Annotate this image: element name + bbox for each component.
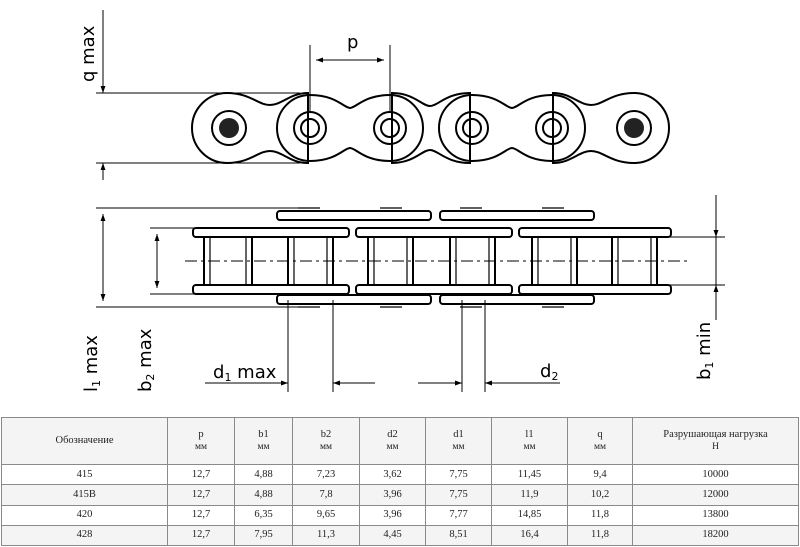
pin-3 [373, 111, 407, 145]
table-cell: 3,62 [359, 463, 426, 486]
chain-side-view [191, 91, 670, 165]
table-cell: 16,4 [491, 524, 568, 547]
table-cell: 11,8 [567, 504, 633, 526]
table-cell: 9,4 [567, 463, 633, 486]
table-cell: 3,96 [359, 504, 426, 526]
table-cell: 14,85 [491, 504, 568, 526]
pin-6 [616, 110, 652, 146]
b2-dimension-label: b2 max [135, 328, 157, 392]
table-header-row: Обозначение p мм b1 мм b2 мм d2 мм d1 мм l1 мм q мм Раз… [1, 417, 799, 465]
column-header: l1 мм [491, 417, 568, 465]
table-cell: 7,77 [425, 504, 492, 526]
column-header-unit: Н [712, 442, 719, 452]
table-cell: 8,51 [425, 524, 492, 547]
p-dimension [309, 45, 391, 112]
q-dimension [96, 10, 300, 180]
column-header: b2 мм [292, 417, 360, 465]
p-dimension-label: p [347, 32, 358, 53]
table-cell: 11,8 [567, 524, 633, 547]
chain-plan-view [192, 210, 672, 305]
table-cell: 12,7 [167, 484, 235, 506]
table-cell: 18200 [632, 524, 799, 547]
table-cell: 428 [1, 524, 168, 547]
d2-dimension-label: d2 [540, 361, 558, 383]
column-header: d1 мм [425, 417, 492, 465]
table-cell: 11,3 [292, 524, 360, 547]
inner-link-plate-1 [276, 93, 424, 163]
table-cell: 12000 [632, 484, 799, 506]
b2-dimension [150, 227, 195, 295]
column-header-label: b2 [320, 429, 332, 440]
column-header-label: l1 [525, 429, 534, 440]
column-header: b1 мм [234, 417, 293, 465]
table-cell: 7,75 [425, 484, 492, 506]
table-cell: 10,2 [567, 484, 633, 506]
table-cell: 7,75 [425, 463, 492, 486]
table-cell: 4,45 [359, 524, 426, 547]
pin-4 [455, 111, 489, 145]
column-header: Обозначение [1, 417, 168, 465]
column-header-label: d1 [453, 429, 464, 440]
column-header-label: b1 [258, 429, 269, 440]
b1-dimension-label: b1 min [694, 322, 716, 380]
table-cell: 7,23 [292, 463, 360, 486]
column-header-label: Разрушающая нагрузка [663, 429, 768, 440]
column-header-label: Обозначение [55, 435, 114, 446]
pin-2 [293, 111, 327, 145]
chain-technical-drawing: q max p [78, 10, 725, 392]
b1-dimension [660, 195, 725, 320]
table-cell: 415B [1, 484, 168, 506]
l1-dimension [96, 207, 300, 308]
table-cell: 4,88 [234, 463, 293, 486]
column-header-unit: мм [194, 442, 208, 452]
d2-dimension [418, 300, 560, 392]
chain-spec-table: Обозначение p мм b1 мм b2 мм d2 мм d1 мм l1 мм q мм Раз… [1, 417, 799, 547]
d1-dimension-label: d1 max [213, 362, 277, 384]
table-cell: 12,7 [167, 524, 235, 547]
table-cell: 11,9 [491, 484, 568, 506]
table-cell: 13800 [632, 504, 799, 526]
table-cell: 12,7 [167, 463, 235, 486]
l1-dimension-label: l1 max [81, 335, 103, 392]
table-cell: 7,95 [234, 524, 293, 547]
column-header-unit: мм [257, 442, 270, 452]
table-cell: 12,7 [167, 504, 235, 526]
column-header-unit: мм [593, 442, 607, 452]
table-cell: 9,65 [292, 504, 360, 526]
column-header-unit: мм [386, 442, 399, 452]
column-header: p мм [167, 417, 235, 465]
table-cell: 3,96 [359, 484, 426, 506]
column-header-unit: мм [452, 442, 465, 452]
column-header: d2 мм [359, 417, 426, 465]
d1-dimension [205, 300, 375, 392]
outer-link-plate-left [191, 91, 309, 165]
table-cell: 10000 [632, 463, 799, 486]
column-header: q мм [567, 417, 633, 465]
q-dimension-label: q max [78, 25, 99, 82]
table-cell: 11,45 [491, 463, 568, 486]
table-cell: 6,35 [234, 504, 293, 526]
table-cell: 4,88 [234, 484, 293, 506]
inner-link-plate-2 [438, 93, 586, 163]
pin-5 [535, 111, 569, 145]
column-header-unit: мм [319, 442, 333, 452]
table-cell: 420 [1, 504, 168, 526]
column-header-label: d2 [387, 429, 398, 440]
table-cell: 415 [1, 463, 168, 486]
column-header-label: q [597, 429, 603, 440]
outer-link-plate-right [552, 91, 670, 165]
table-cell: 7,8 [292, 484, 360, 506]
column-header-unit: мм [523, 442, 536, 452]
outer-link-plate-middle [391, 91, 471, 165]
column-header-label: p [198, 429, 204, 440]
pin-1 [211, 110, 247, 146]
